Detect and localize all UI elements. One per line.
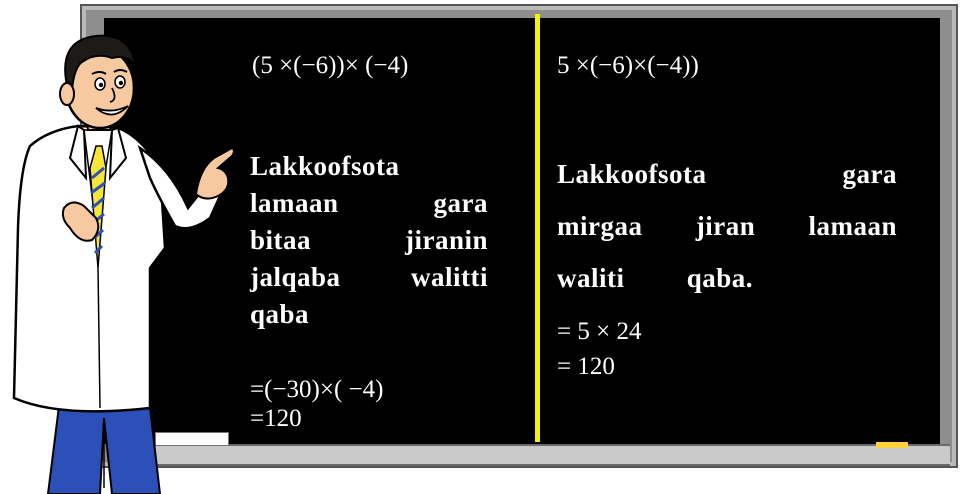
right-explanation-line: mirgaa jiran lamaan xyxy=(557,211,897,241)
right-explanation-line: waliti qaba. xyxy=(557,263,753,293)
left-explanation-line: bitaa jiranin xyxy=(250,225,488,255)
board-divider-line xyxy=(535,14,540,442)
left-explanation-line: Lakkoofsota xyxy=(250,151,400,181)
left-explanation-line: lamaan gara xyxy=(250,188,488,218)
right-step-2: = 120 xyxy=(557,353,615,380)
chalkboard xyxy=(104,18,940,444)
chalk-icon xyxy=(876,442,908,448)
right-explanation: Lakkoofsota gara mirgaa jiran lamaan wal… xyxy=(557,148,897,304)
left-step-1: =(−30)×( −4) xyxy=(250,376,384,403)
eraser-icon xyxy=(155,432,229,446)
left-explanation-line: qaba xyxy=(250,299,310,329)
teacher-illustration-icon xyxy=(12,34,235,494)
right-explanation-line: Lakkoofsota gara xyxy=(557,159,897,189)
left-expression: (5 ×(−6))× (−4) xyxy=(252,52,409,79)
chalk-tray xyxy=(120,444,950,466)
right-expression: 5 ×(−6)×(−4)) xyxy=(557,52,699,79)
right-step-1: = 5 × 24 xyxy=(557,318,642,345)
left-explanation: Lakkoofsota lamaan gara bitaa jiranin ja… xyxy=(250,148,488,333)
left-explanation-line: jalqaba walitti xyxy=(250,262,488,292)
left-step-2: =120 xyxy=(250,405,302,432)
